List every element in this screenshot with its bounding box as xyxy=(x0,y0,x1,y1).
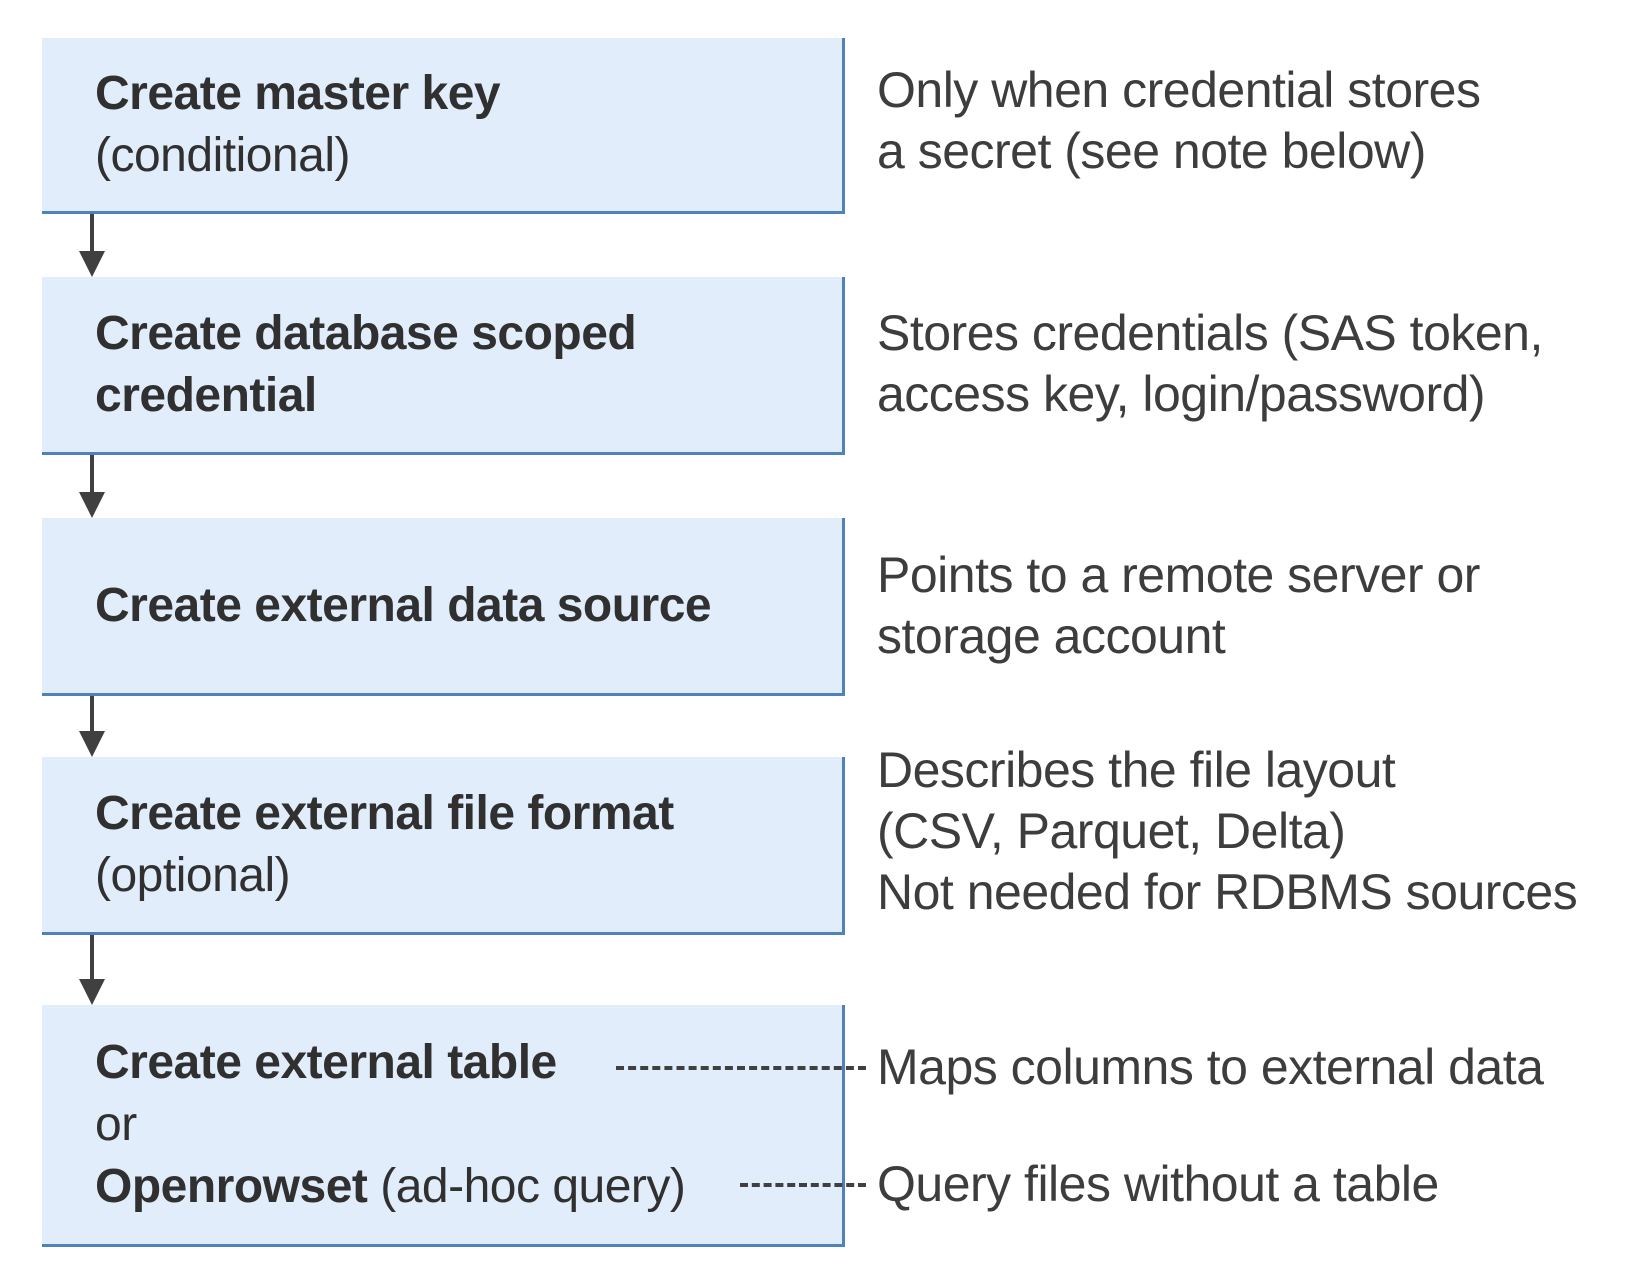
dashed-connector-external-table xyxy=(616,1066,866,1070)
arrow-stem xyxy=(90,214,94,251)
annotation-line: access key, login/password) xyxy=(877,366,1486,422)
dashed-connector-openrowset xyxy=(740,1183,866,1187)
annotation-line: Describes the file layout xyxy=(877,742,1396,798)
arrow-stem xyxy=(90,935,94,979)
annotation-file-format: Describes the file layout (CSV, Parquet,… xyxy=(877,740,1578,923)
box-line2: or xyxy=(95,1097,137,1151)
down-arrow-icon xyxy=(79,455,105,518)
annotation-master-key: Only when credential stores a secret (se… xyxy=(877,60,1481,182)
annotation-openrowset: Query files without a table xyxy=(877,1154,1439,1215)
arrow-stem xyxy=(90,696,94,731)
box-title: Create external data source xyxy=(95,578,712,632)
annotation-data-source: Points to a remote server or storage acc… xyxy=(877,545,1480,667)
flow-box-create-external-table-or-openrowset: Create external table or Openrowset (ad-… xyxy=(42,1005,845,1247)
annotation-external-table: Maps columns to external data xyxy=(877,1037,1544,1098)
annotation-line: (CSV, Parquet, Delta) xyxy=(877,803,1346,859)
box-line3: Openrowset (ad-hoc query) xyxy=(95,1156,842,1218)
annotation-scoped-credential: Stores credentials (SAS token, access ke… xyxy=(877,303,1543,425)
annotation-line: storage account xyxy=(877,608,1226,664)
annotation-line: Not needed for RDBMS sources xyxy=(877,864,1578,920)
arrow-head xyxy=(79,979,105,1005)
flow-box-create-external-data-source: Create external data source xyxy=(42,518,845,696)
box-title: Create external file format xyxy=(95,786,674,840)
down-arrow-icon xyxy=(79,214,105,277)
annotation-line: Stores credentials (SAS token, xyxy=(877,305,1543,361)
annotation-line: Points to a remote server or xyxy=(877,547,1480,603)
box-line3-keyword: Openrowset xyxy=(95,1159,368,1213)
box-title-line1: Create database scoped xyxy=(95,306,637,360)
arrow-head xyxy=(79,251,105,277)
box-subtitle: (conditional) xyxy=(95,128,350,182)
annotation-line: Query files without a table xyxy=(877,1156,1439,1212)
down-arrow-icon xyxy=(79,935,105,1005)
box-subtitle: (optional) xyxy=(95,848,291,902)
box-title: Create master key xyxy=(95,66,501,120)
box-title-line2: credential xyxy=(95,368,317,422)
annotation-line: Maps columns to external data xyxy=(877,1039,1544,1095)
flow-box-create-external-file-format: Create external file format (optional) xyxy=(42,757,845,935)
box-line3-note: (ad-hoc query) xyxy=(367,1159,686,1213)
flow-box-create-master-key: Create master key (conditional) xyxy=(42,38,845,214)
arrow-head xyxy=(79,492,105,518)
arrow-stem xyxy=(90,455,94,492)
annotation-line: a secret (see note below) xyxy=(877,123,1426,179)
arrow-head xyxy=(79,731,105,757)
box-line1: Create external table xyxy=(95,1035,557,1089)
down-arrow-icon xyxy=(79,696,105,757)
flow-box-create-database-scoped-credential: Create database scoped credential xyxy=(42,277,845,455)
annotation-line: Only when credential stores xyxy=(877,62,1481,118)
